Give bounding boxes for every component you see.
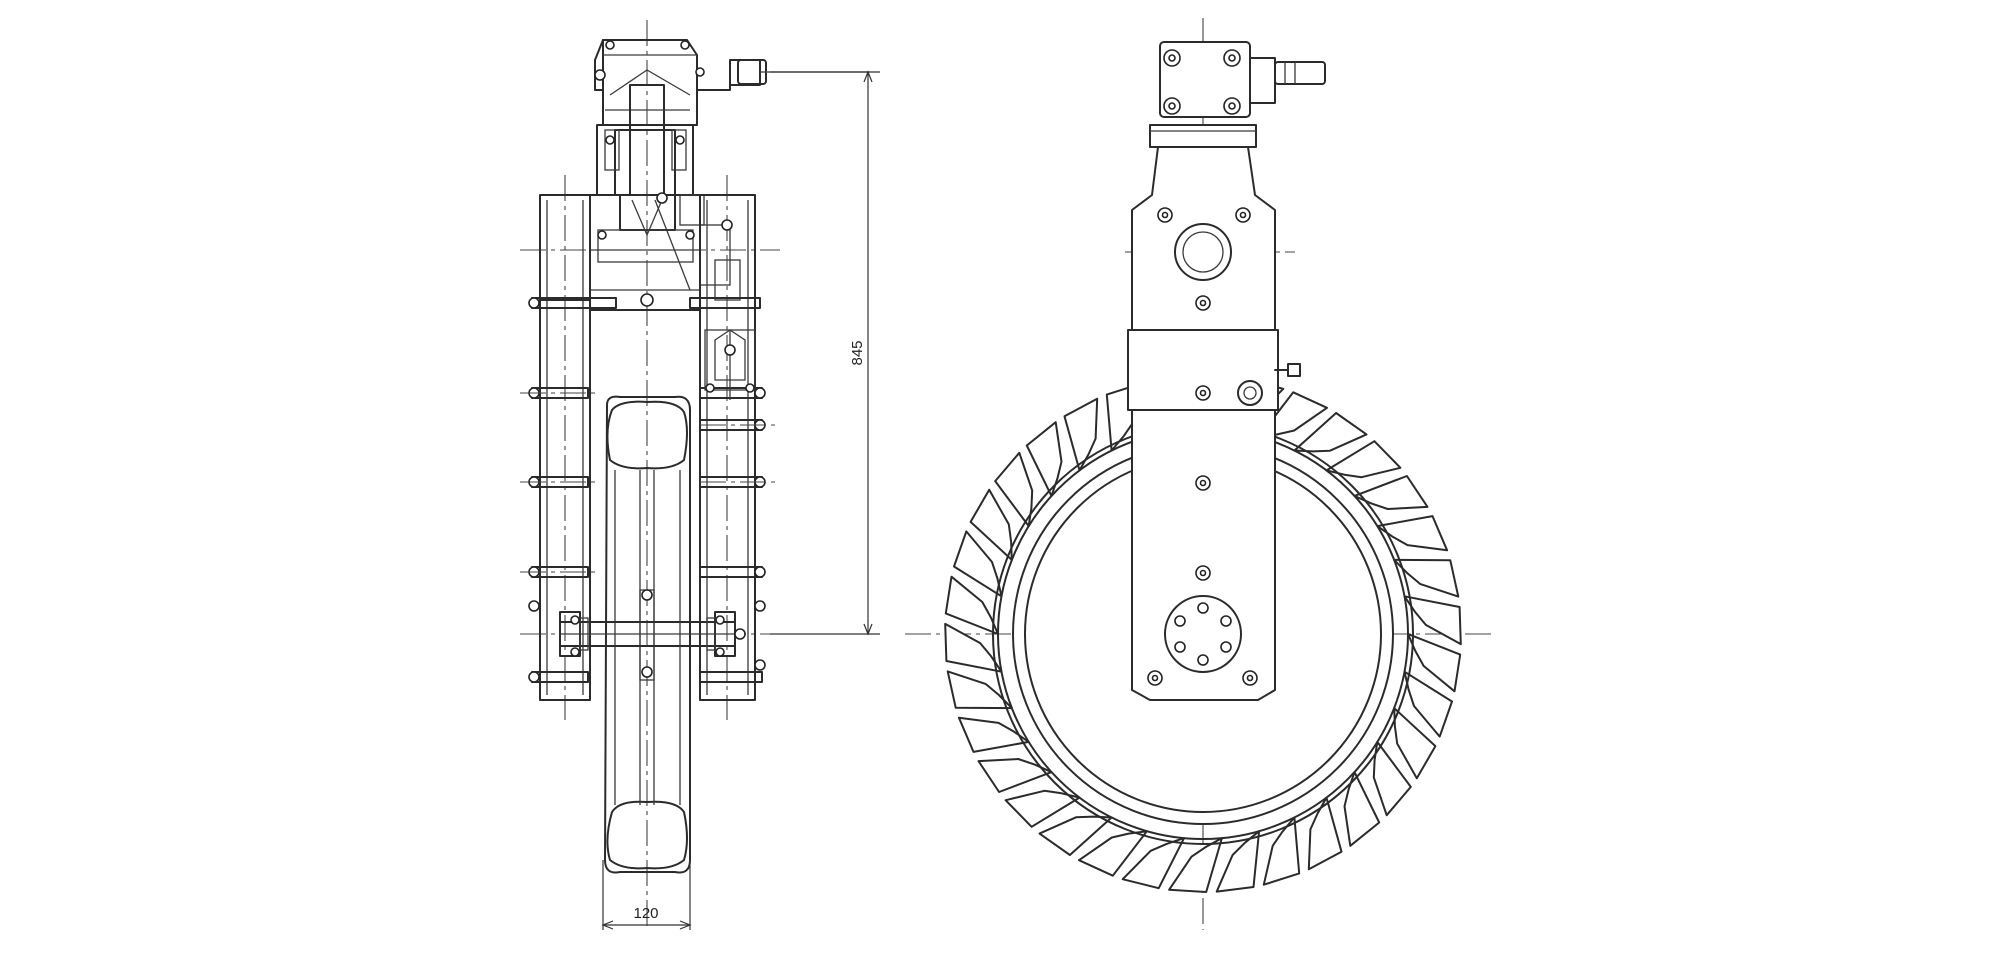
wheel-hub [1164,595,1242,673]
tread-lug [957,716,1030,753]
tread-lug [1353,475,1429,510]
tyre-section [604,395,691,874]
side-view: 845 120 [520,20,880,930]
tread-lug [994,451,1034,528]
left-fork-leg [520,194,617,701]
width-dimension: 120 [601,860,692,930]
tread-lug [1293,412,1368,453]
right-fork-leg [689,194,775,701]
tread-lug [1403,670,1453,738]
tread-lug [1004,789,1081,828]
shaft-housing [596,84,694,237]
width-dimension-label: 120 [633,905,658,922]
tread-lug [1393,558,1460,598]
tread-lug [969,488,1013,561]
tread-lug [1403,595,1462,646]
tread-lug [1078,830,1148,877]
tread-lug [1307,796,1343,871]
axle [559,611,746,657]
tread-lug [977,758,1053,793]
height-dimension-label: 845 [849,340,866,365]
tread-lug [1343,771,1381,847]
tread-lug [1025,421,1063,497]
tread-lug [1372,740,1412,817]
tread-lug [1121,837,1186,890]
front-view [905,18,1495,930]
tread-lug [944,575,999,635]
tread-lug [1038,815,1113,856]
fork-crown [589,192,741,311]
tread-lug [1262,816,1301,886]
gearbox-head [594,39,870,126]
tread-lug [1325,440,1402,479]
tread-lug [1063,397,1099,472]
tread-lug [953,530,1003,598]
tread-lug [1168,837,1223,893]
height-dimension: 845 [770,70,880,636]
tread-lug [1376,515,1449,552]
tread-lug [946,670,1013,710]
tread-lug [1393,707,1437,780]
tread-lug [1407,633,1462,693]
tread-lug [1215,830,1261,893]
tread-lug [944,622,1003,673]
front-gearbox [1149,41,1326,148]
